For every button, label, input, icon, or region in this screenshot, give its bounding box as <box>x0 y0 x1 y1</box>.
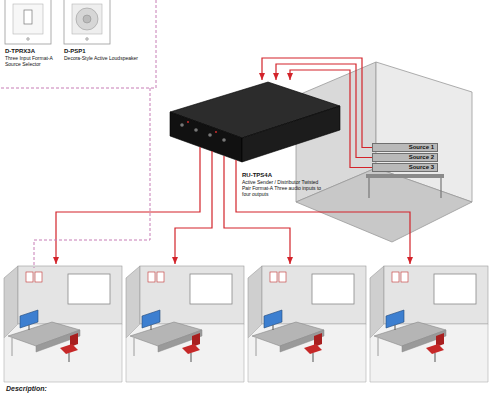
device-knob <box>180 123 184 127</box>
rack-unit: Source 3 <box>372 163 438 172</box>
rack-unit: Source 1 <box>372 143 438 152</box>
plate-screw <box>86 38 89 41</box>
speaker-cone <box>76 8 98 30</box>
selector-face <box>13 4 43 34</box>
room-floor <box>296 168 472 242</box>
selector-switch <box>24 10 32 24</box>
plate-link <box>34 88 150 268</box>
part-description: Decora-Style Active Loudspeaker <box>64 55 156 61</box>
office-room <box>248 266 366 382</box>
part-name: Source 3 <box>373 164 434 171</box>
part-description: Three Input Format-A Source Selector <box>5 55 61 67</box>
selector-plate <box>5 0 51 44</box>
output-cable <box>56 147 200 264</box>
device-knob <box>222 138 226 142</box>
part-name: D-TPRX3A <box>5 48 61 55</box>
distributor-box: RU-TPS4AActive Sender / Distributor Twis… <box>168 80 344 198</box>
office-room <box>370 266 488 382</box>
shelf-leg <box>368 178 369 198</box>
part-name: D-PSP1 <box>64 48 156 55</box>
input-cable <box>290 70 372 168</box>
device-led <box>215 131 217 133</box>
office-room <box>126 266 244 382</box>
output-cable <box>236 160 410 264</box>
selector-label: D-TPRX3AThree Input Format-A Source Sele… <box>5 48 61 68</box>
speaker-grille <box>72 4 102 34</box>
speaker-center <box>83 15 91 23</box>
part-name: Source 2 <box>373 154 434 161</box>
output-cable <box>175 151 212 264</box>
part-name: Source 1 <box>373 144 434 151</box>
device-side <box>242 106 340 162</box>
rack-shelf <box>366 174 444 178</box>
device-knob <box>208 133 212 137</box>
device-front <box>170 112 242 162</box>
speaker-plate <box>64 0 110 44</box>
plate-screw <box>27 38 30 41</box>
device-led <box>187 121 189 123</box>
caption-heading: Description: <box>6 385 47 392</box>
rack-unit: Source 2 <box>372 153 438 162</box>
part-name: RU-TPS4A <box>242 172 344 179</box>
part-description: Active Sender / Distributor Twisted Pair… <box>242 179 328 197</box>
shelf-leg <box>440 178 441 198</box>
office-room <box>4 266 122 382</box>
speaker-label: D-PSP1Decora-Style Active Loudspeaker <box>64 48 156 62</box>
device-knob <box>194 128 198 132</box>
